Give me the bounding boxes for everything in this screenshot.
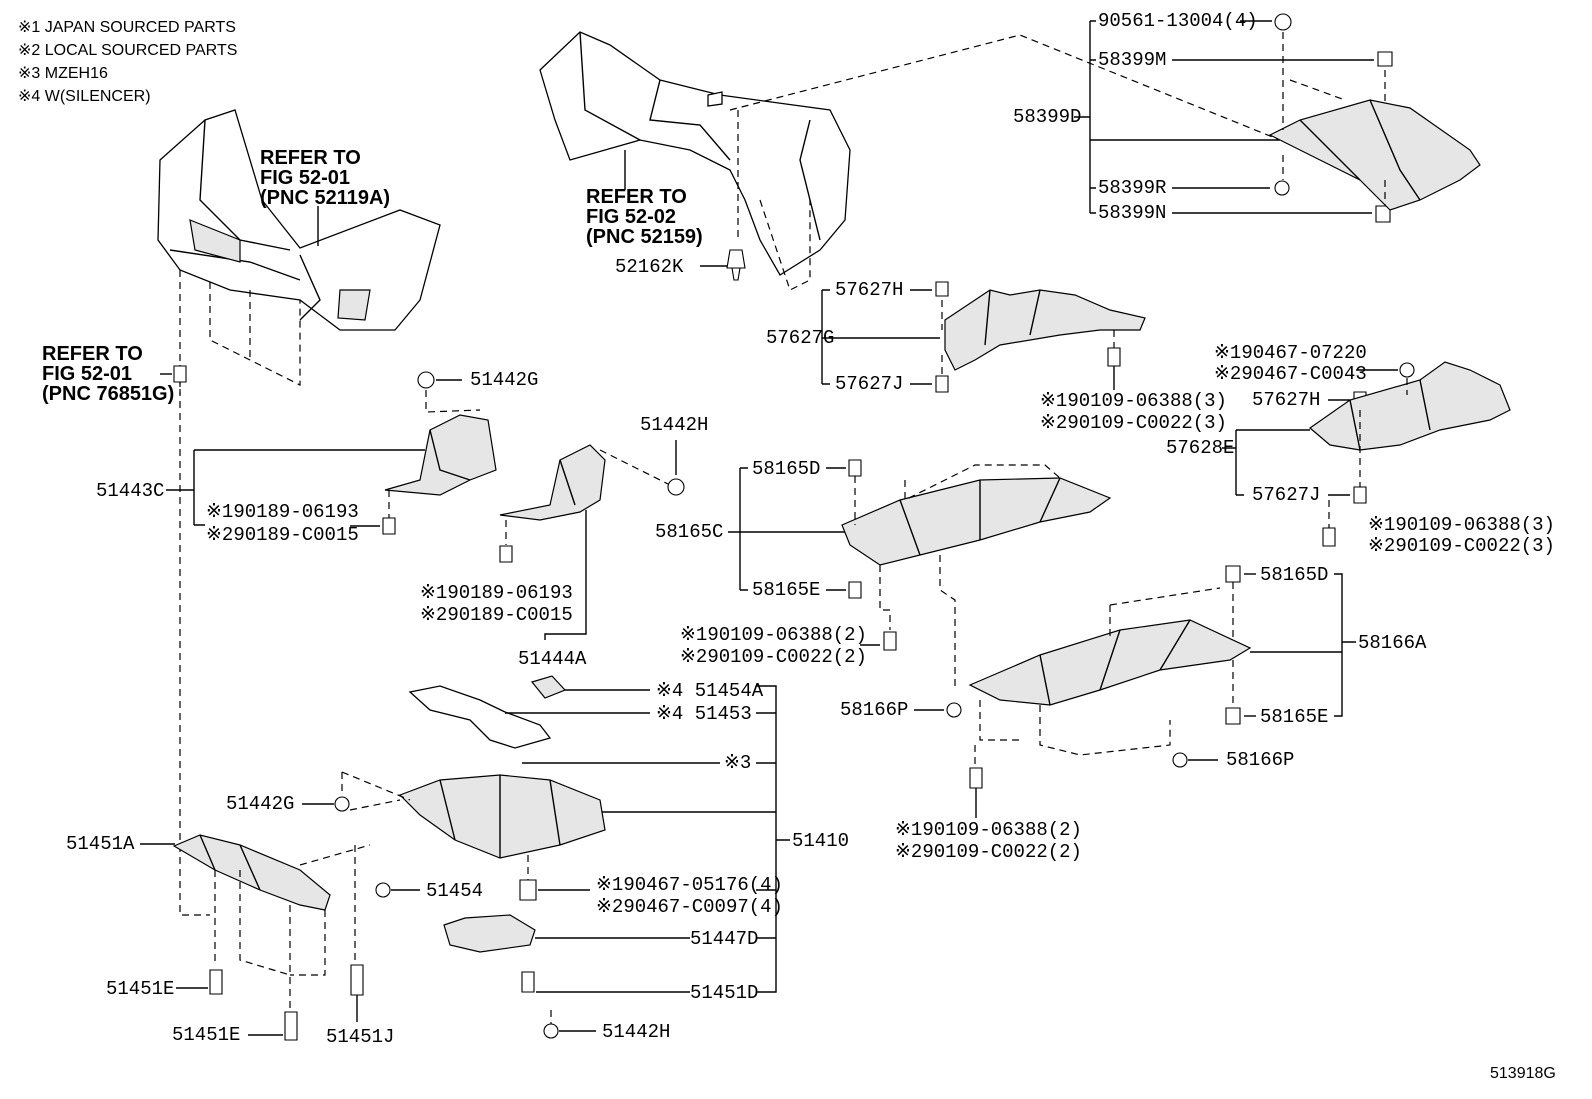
group-58166A: 58165D 58166A 58165E 58166P ※190109-0638… — [895, 564, 1427, 863]
label-51451E-a: 51451E — [106, 978, 174, 1000]
label-58399N: 58399N — [1098, 202, 1166, 224]
label-52162K: 52162K — [615, 256, 684, 278]
label-90109-C0022-3a: ※290109-C0022(3) — [1040, 412, 1227, 434]
group-58165C: 58165D 58165C 58165E ※190109-06388(2) ※2… — [655, 458, 1112, 721]
label-58166P-a: 58166P — [840, 699, 908, 721]
note-4: ※4 W(SILENCER) — [18, 88, 151, 105]
label-51447D: 51447D — [690, 928, 758, 950]
rear-bumper-ref-line2: FIG 52-02 — [586, 206, 676, 228]
label-58166A: 58166A — [1358, 632, 1427, 654]
label-90467-07220: ※190467-07220 — [1214, 342, 1367, 364]
label-51442H-b: 51442H — [602, 1021, 670, 1043]
group-51410: ※4 51454A ※4 51453 ※3 51410 51442G ※1904… — [226, 675, 849, 1043]
label-58166P-b: 58166P — [1226, 749, 1294, 771]
label-58399R: 58399R — [1098, 177, 1166, 199]
fender-ref-line1: REFER TO — [42, 343, 143, 365]
group-51444A: 51442H ※190189-06193 ※290189-C0015 51444… — [420, 414, 708, 670]
label-57628E: 57628E — [1166, 437, 1234, 459]
note-3: ※3 MZEH16 — [18, 65, 108, 82]
label-51451J: 51451J — [326, 1026, 394, 1048]
label-58165E-a: 58165E — [752, 579, 820, 601]
label-51454A: ※4 51454A — [656, 680, 764, 702]
group-51451A: 51451A 51454 51451E 51451E 51451J — [66, 365, 483, 1048]
label-57627J-b: 57627J — [1252, 484, 1320, 506]
rear-bumper-ref-line3: (PNC 52159) — [586, 226, 703, 248]
label-58165D-a: 58165D — [752, 458, 820, 480]
label-51442G-a: 51442G — [470, 369, 538, 391]
group-57628E: ※190467-07220 ※290467-C0043 57627H 57628… — [1166, 342, 1555, 557]
label-90109-C0022-3b: ※290109-C0022(3) — [1368, 535, 1555, 557]
label-57627H-a: 57627H — [835, 279, 903, 301]
rear-bumper-ref-line1: REFER TO — [586, 186, 687, 208]
label-58165E-b: 58165E — [1260, 706, 1328, 728]
group-51443C: 51442G 51443C ※190189-06193 ※290189-C001… — [96, 369, 538, 546]
label-90189-06193-b: ※190189-06193 — [420, 582, 573, 604]
label-51451D: 51451D — [690, 982, 758, 1004]
label-90189-06193-a: ※190189-06193 — [206, 501, 359, 523]
note-1: ※1 JAPAN SOURCED PARTS — [18, 19, 236, 36]
group-57627G: 57627H 57627G 57627J ※190109-06388(3) ※2… — [766, 279, 1227, 434]
label-90109-06388-2b: ※190109-06388(2) — [895, 819, 1082, 841]
front-bumper-illustration — [157, 109, 441, 386]
label-90189-C0015-a: ※290189-C0015 — [206, 524, 359, 546]
front-bumper-ref: REFER TO FIG 52-01 (PNC 52119A) — [260, 147, 390, 246]
label-90109-06388-3a: ※190109-06388(3) — [1040, 390, 1227, 412]
rear-bumper-ref: REFER TO FIG 52-02 (PNC 52159) 52162K — [586, 150, 727, 278]
fender-ref-line3: (PNC 76851G) — [42, 383, 174, 405]
label-51444A: 51444A — [518, 648, 587, 670]
label-57627G: 57627G — [766, 327, 834, 349]
fender-liner-ref: REFER TO FIG 52-01 (PNC 76851G) — [42, 343, 187, 405]
group-58399D: 90561-13004(4) 58399M 58399D 58399R 5839… — [1013, 10, 1481, 224]
fender-ref-line2: FIG 52-01 — [42, 363, 132, 385]
label-90109-06388-3b: ※190109-06388(3) — [1368, 514, 1555, 536]
label-90109-06388-2a: ※190109-06388(2) — [680, 624, 867, 646]
label-57627H-b: 57627H — [1252, 389, 1320, 411]
label-51451E-b: 51451E — [172, 1024, 240, 1046]
front-bumper-ref-line3: (PNC 52119A) — [260, 187, 390, 209]
label-57627J-a: 57627J — [835, 373, 903, 395]
label-90561-13004: 90561-13004(4) — [1098, 10, 1258, 32]
label-90109-C0022-2b: ※290109-C0022(2) — [895, 841, 1082, 863]
legend-notes: ※1 JAPAN SOURCED PARTS ※2 LOCAL SOURCED … — [18, 19, 237, 105]
label-51442G-b: 51442G — [226, 793, 294, 815]
label-90189-C0015-b: ※290189-C0015 — [420, 604, 573, 626]
front-bumper-ref-line2: FIG 52-01 — [260, 167, 350, 189]
note-2: ※2 LOCAL SOURCED PARTS — [18, 42, 237, 59]
label-51442H-a: 51442H — [640, 414, 708, 436]
label-90467-05176: ※190467-05176(4) — [596, 874, 783, 896]
front-bumper-ref-line1: REFER TO — [260, 147, 361, 169]
label-90467-C0043: ※290467-C0043 — [1214, 363, 1367, 385]
label-90109-C0022-2a: ※290109-C0022(2) — [680, 646, 867, 668]
label-51451A: 51451A — [66, 833, 135, 855]
label-58165D-b: 58165D — [1260, 564, 1328, 586]
label-mark3: ※3 — [724, 752, 751, 774]
label-51410: 51410 — [792, 830, 849, 852]
label-58399M: 58399M — [1098, 49, 1166, 71]
label-58165C: 58165C — [655, 521, 723, 543]
label-51453: ※4 51453 — [656, 703, 752, 725]
label-58399D: 58399D — [1013, 106, 1081, 128]
rear-bumper-illustration — [539, 31, 1281, 291]
label-51454: 51454 — [426, 880, 483, 902]
label-51443C: 51443C — [96, 480, 164, 502]
label-90467-C0097: ※290467-C0097(4) — [596, 896, 783, 918]
diagram-id: 513918G — [1490, 1065, 1556, 1082]
